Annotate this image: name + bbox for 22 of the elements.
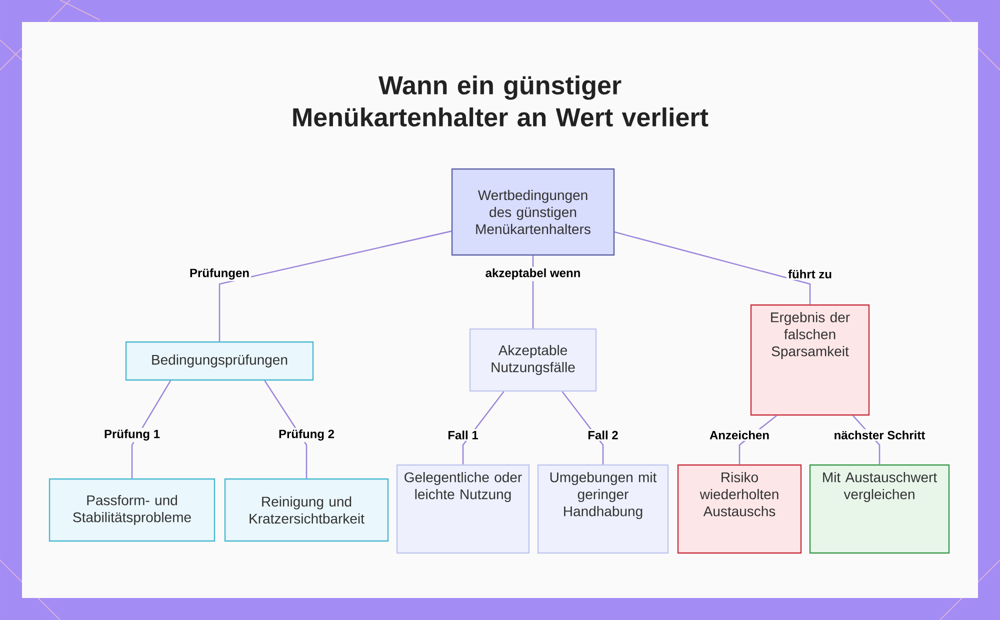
title: Wann ein günstiger Menükartenhalter an Wert verliert — [293, 75, 708, 127]
process-box: Umgebungen mit geringer Handhabung — [537, 464, 669, 554]
edge-label: Anzeichen — [708, 429, 772, 441]
edge-label: nächster Schritt — [832, 429, 927, 441]
edge-label: führt zu — [786, 268, 834, 280]
edge-label: akzeptabel wenn — [484, 266, 582, 282]
process-box: Wertbedingungen des günstigen Menükartenhalters — [451, 168, 615, 256]
process-box: Bedingungsprüfungen — [125, 341, 314, 381]
process-box: Akzeptable Nutzungsfälle — [469, 328, 597, 392]
process-box: Mit Austauschwert vergleichen — [809, 464, 950, 554]
edge-label: Fall 2 — [586, 429, 620, 441]
process-box: Reinigung und Kratzersichtbarkeit — [224, 478, 389, 542]
process-box: Gelegentliche oder leichte Nutzung — [396, 464, 530, 554]
edge-label: Fall 1 — [446, 429, 480, 441]
edge-label: Prüfung 2 — [277, 428, 336, 442]
edge-label: Prüfung 1 — [102, 428, 162, 442]
connector-line — [218, 230, 452, 342]
process-box: Ergebnis der falschen Sparsamkeit — [750, 304, 870, 416]
process-box: Risiko wiederholten Austauschs — [677, 464, 802, 554]
process-box: Passform- und Stabilitätsprobleme — [48, 478, 216, 542]
connector-line — [614, 231, 811, 304]
edge-label: Prüfungen — [188, 266, 251, 282]
